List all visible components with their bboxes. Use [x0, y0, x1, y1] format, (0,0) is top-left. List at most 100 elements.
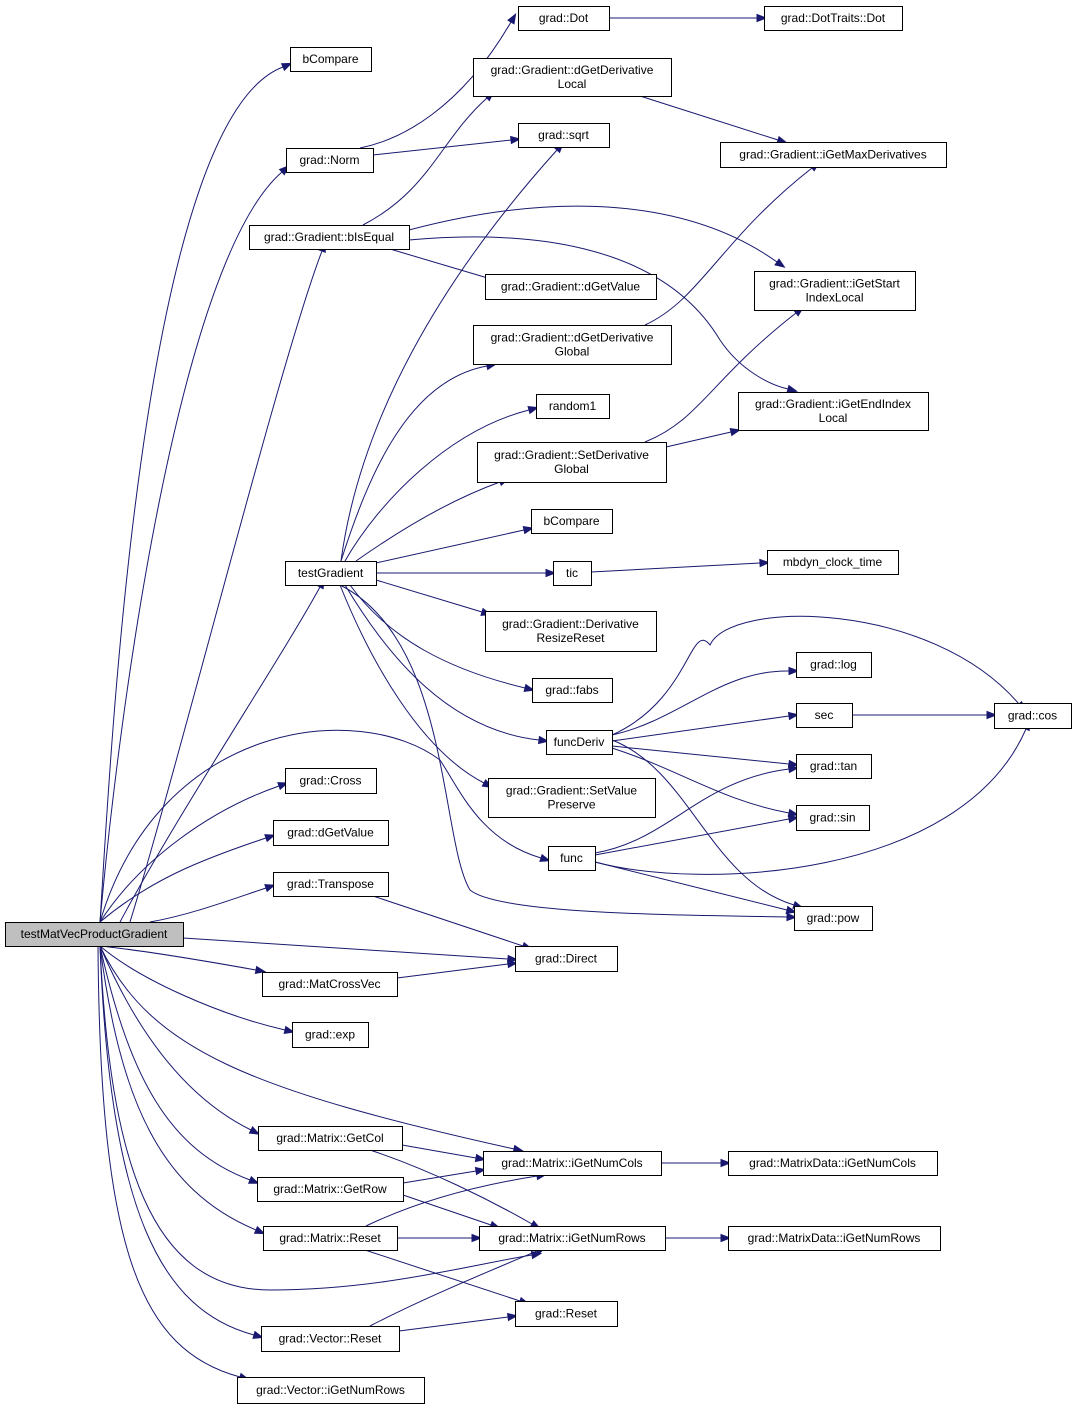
node-bCompare-top[interactable]: bCompare [290, 47, 372, 72]
node-label: grad::Gradient::SetValue [506, 784, 638, 798]
node-tic[interactable]: tic [553, 561, 592, 586]
edge-arrowhead [774, 258, 786, 268]
node-root[interactable]: testMatVecProductGradient [5, 922, 184, 947]
node-box [764, 6, 903, 31]
node-box [257, 1177, 404, 1202]
node-box [532, 678, 613, 703]
node-label: grad::sqrt [538, 128, 589, 142]
node-label: grad::Gradient::dGetDerivative [491, 331, 654, 345]
node-greset[interactable]: grad::Reset [515, 1301, 618, 1327]
node-cross[interactable]: grad::Cross [285, 768, 377, 794]
node-tan[interactable]: grad::tan [796, 754, 872, 779]
call-edge [402, 1166, 487, 1184]
node-box [485, 274, 657, 300]
node-box [754, 271, 916, 311]
node-func[interactable]: func [548, 846, 596, 871]
call-edge [99, 729, 551, 923]
edge-line [99, 171, 283, 923]
node-box [5, 922, 184, 947]
edge-line [408, 236, 789, 390]
edge-arrowhead [787, 711, 800, 721]
node-funcderiv[interactable]: funcDeriv [546, 730, 613, 755]
node-igetnumcols[interactable]: grad::Matrix::iGetNumCols [483, 1151, 662, 1176]
edge-arrowhead [786, 384, 799, 393]
node-sin[interactable]: grad::sin [796, 805, 870, 831]
node-matcrossvec[interactable]: grad::MatCrossVec [262, 972, 398, 997]
edge-arrowhead [522, 525, 535, 535]
node-box [738, 392, 929, 431]
node-random1[interactable]: random1 [536, 394, 610, 419]
node-dot[interactable]: grad::Dot [518, 6, 610, 31]
node-box [273, 872, 389, 897]
node-getrow[interactable]: grad::Matrix::GetRow [257, 1177, 404, 1202]
node-pow[interactable]: grad::pow [794, 906, 873, 931]
call-edge [339, 584, 494, 788]
call-edge [611, 666, 800, 736]
node-dottraits[interactable]: grad::DotTraits::Dot [764, 6, 903, 31]
node-fabs[interactable]: grad::fabs [532, 678, 613, 703]
node-sec[interactable]: sec [796, 703, 853, 728]
node-getcol[interactable]: grad::Matrix::GetCol [258, 1126, 403, 1151]
node-label: grad::Vector::Reset [279, 1332, 382, 1346]
node-cos[interactable]: grad::cos [994, 703, 1072, 729]
edge-arrowhead [788, 666, 800, 676]
call-edge [408, 236, 799, 393]
edge-line [362, 97, 488, 226]
node-md-numcols[interactable]: grad::MatrixData::iGetNumCols [728, 1151, 938, 1176]
call-edges [97, 13, 1031, 1381]
edge-line [339, 584, 788, 918]
edge-line [340, 365, 488, 562]
node-transpose[interactable]: grad::Transpose [273, 872, 389, 897]
edge-arrowhead [720, 1233, 732, 1243]
edge-line [611, 670, 790, 736]
node-md-numrows[interactable]: grad::MatrixData::iGetNumRows [728, 1226, 941, 1251]
call-edge [398, 1312, 519, 1332]
node-label: grad::Transpose [287, 877, 374, 891]
node-label: ResizeReset [536, 631, 605, 645]
call-edge [665, 1233, 732, 1243]
node-bCompare-mid[interactable]: bCompare [531, 509, 613, 534]
node-label: grad::Gradient::iGetEndIndex [755, 397, 911, 411]
node-mreset[interactable]: grad::Matrix::Reset [263, 1226, 398, 1251]
node-box [292, 1022, 369, 1048]
node-sqrt[interactable]: grad::sqrt [518, 123, 610, 148]
node-box [262, 972, 398, 997]
node-log[interactable]: grad::log [796, 652, 872, 678]
node-igetnumrows[interactable]: grad::Matrix::iGetNumRows [479, 1226, 666, 1251]
node-box [553, 561, 592, 586]
node-dgetvalue-grad[interactable]: grad::Gradient::dGetValue [485, 274, 657, 300]
node-label: Global [554, 462, 589, 476]
node-box [796, 805, 870, 831]
node-dgetvalue[interactable]: grad::dGetValue [273, 820, 389, 846]
node-vnumrows[interactable]: grad::Vector::iGetNumRows [237, 1377, 425, 1404]
call-edge [611, 739, 804, 909]
edge-line [402, 1170, 477, 1184]
node-vreset[interactable]: grad::Vector::Reset [261, 1326, 400, 1352]
node-label: grad::Matrix::Reset [279, 1231, 381, 1245]
node-direct[interactable]: grad::Direct [515, 946, 618, 972]
node-label: testGradient [298, 566, 364, 580]
node-exp[interactable]: grad::exp [292, 1022, 369, 1048]
node-igetmaxderiv[interactable]: grad::Gradient::iGetMaxDerivatives [720, 142, 947, 168]
node-label: grad::exp [305, 1028, 355, 1042]
node-mbdyn[interactable]: mbdyn_clock_time [767, 550, 899, 575]
call-edge [372, 135, 522, 156]
node-label: sec [815, 708, 834, 722]
node-box [531, 509, 613, 534]
node-box [515, 946, 618, 972]
edge-arrowhead [474, 1166, 487, 1176]
node-label: bCompare [543, 514, 599, 528]
node-norm[interactable]: grad::Norm [286, 148, 374, 173]
call-edge [594, 719, 1031, 875]
node-testgradient[interactable]: testGradient [285, 561, 377, 586]
edge-arrowhead [248, 1126, 261, 1135]
edge-arrowhead [471, 1233, 483, 1243]
node-bisequal[interactable]: grad::Gradient::bIsEqual [249, 225, 410, 250]
